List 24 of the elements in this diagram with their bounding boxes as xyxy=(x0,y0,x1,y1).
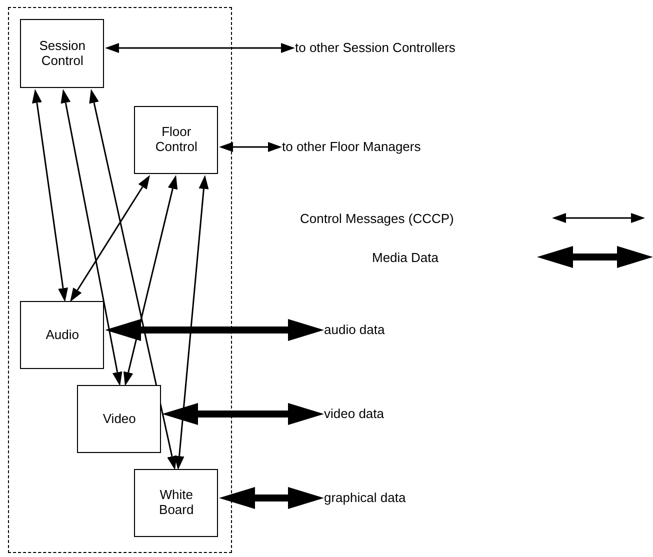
component-box: Session Control xyxy=(20,19,104,88)
component-box: Audio xyxy=(20,301,104,370)
component-box: Video xyxy=(77,385,162,454)
legend-label: Control Messages (CCCP) xyxy=(300,211,454,226)
media-arrow xyxy=(162,403,324,425)
endpoint-label: audio data xyxy=(324,322,385,338)
control-arrow xyxy=(70,175,150,302)
control-arrow xyxy=(123,175,178,386)
media-arrow xyxy=(105,319,324,341)
endpoint-label: to other Floor Managers xyxy=(282,139,421,155)
control-arrow xyxy=(60,89,122,386)
legend-label: Media Data xyxy=(372,250,438,265)
component-box: Floor Control xyxy=(134,106,218,174)
media-arrow xyxy=(219,487,324,509)
control-arrow xyxy=(105,43,295,53)
control-arrow xyxy=(89,89,177,470)
component-box: White Board xyxy=(134,469,218,538)
endpoint-label: to other Session Controllers xyxy=(295,40,456,56)
control-arrow xyxy=(174,175,209,470)
control-arrow xyxy=(32,89,68,302)
endpoint-label: video data xyxy=(324,406,384,422)
control-arrow xyxy=(219,142,282,152)
dashed-boundary xyxy=(8,7,232,553)
endpoint-label: graphical data xyxy=(324,490,406,506)
